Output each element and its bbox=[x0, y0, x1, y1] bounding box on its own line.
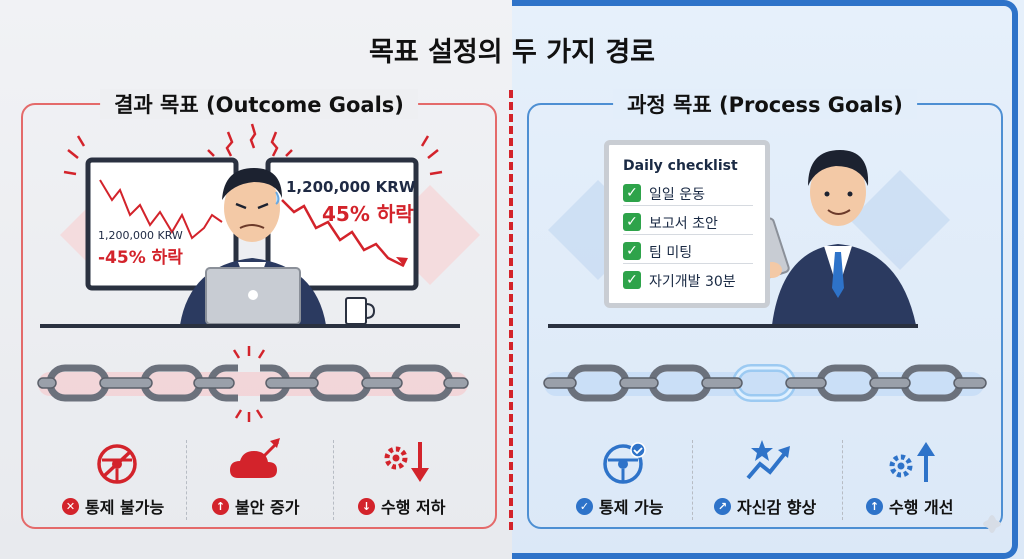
desk-line bbox=[548, 324, 918, 328]
mug-icon bbox=[345, 297, 376, 325]
process-goals-title: 과정 목표 (Process Goals) bbox=[613, 89, 917, 119]
calm-person bbox=[772, 150, 916, 325]
center-divider bbox=[509, 90, 513, 530]
x-circle-icon: ✕ bbox=[62, 497, 79, 515]
trend-arrow-circle-icon: ↗ bbox=[714, 497, 731, 515]
outcome-item-label: 통제 불가능 bbox=[85, 498, 165, 517]
outcome-goals-title: 결과 목표 (Outcome Goals) bbox=[100, 89, 418, 119]
right-monitor bbox=[265, 157, 419, 291]
outcome-item-anxiety: ↑ 불안 증가 bbox=[212, 495, 299, 517]
process-item-performance: ↑ 수행 개선 bbox=[866, 495, 953, 517]
item-separator bbox=[333, 440, 334, 520]
gear-down-icon bbox=[384, 442, 429, 482]
check-icon: ✓ bbox=[623, 271, 641, 289]
outcome-item-label: 수행 저하 bbox=[381, 498, 446, 517]
checklist-item-label: 보고서 초안 bbox=[649, 216, 718, 232]
up-arrow-circle-icon: ↑ bbox=[212, 497, 229, 515]
bg-diamond bbox=[850, 170, 950, 270]
no-steering-icon bbox=[97, 444, 137, 484]
checklist-item: ✓ 보고서 초안 bbox=[623, 212, 753, 235]
broken-chain bbox=[37, 346, 469, 422]
outcome-item-performance: ↓ 수행 저하 bbox=[358, 495, 445, 517]
right-frame-border bbox=[512, 0, 1018, 559]
down-arrow-circle-icon: ↓ bbox=[358, 497, 375, 515]
process-item-label: 통제 가능 bbox=[599, 498, 664, 517]
item-separator bbox=[186, 440, 187, 520]
right-chart-value: 1,200,000 KRW bbox=[286, 178, 416, 196]
daily-checklist: Daily checklist ✓ 일일 운동 ✓ 보고서 초안 ✓ 팀 미팅 … bbox=[604, 140, 770, 308]
left-chart-change: -45% 하락 bbox=[98, 248, 183, 268]
checklist-item-label: 팀 미팅 bbox=[649, 245, 693, 261]
sparkle-icon bbox=[983, 515, 1001, 533]
stress-marks bbox=[63, 123, 443, 176]
checklist-item-label: 자기개발 30분 bbox=[649, 274, 736, 290]
outcome-goals-panel: 결과 목표 (Outcome Goals) bbox=[21, 89, 497, 529]
check-icon: ✓ bbox=[623, 213, 641, 231]
outcome-item-label: 불안 증가 bbox=[235, 498, 300, 517]
laptop-icon bbox=[205, 267, 301, 325]
up-arrow-circle-icon: ↑ bbox=[866, 497, 883, 515]
star-growth-icon bbox=[746, 440, 790, 480]
check-circle-icon: ✓ bbox=[576, 497, 593, 515]
left-chart-value: 1,200,000 KRW bbox=[98, 229, 183, 242]
checklist-item: ✓ 자기개발 30분 bbox=[623, 270, 753, 292]
checklist-item: ✓ 일일 운동 bbox=[623, 183, 753, 206]
steering-check-icon bbox=[603, 442, 646, 484]
process-item-label: 수행 개선 bbox=[889, 498, 954, 517]
check-icon: ✓ bbox=[623, 184, 641, 202]
right-chart-change: 45% 하락 bbox=[322, 202, 414, 226]
process-goals-panel: 과정 목표 (Process Goals) bbox=[527, 89, 1003, 529]
desk-line bbox=[40, 324, 460, 328]
checklist-item: ✓ 팀 미팅 bbox=[623, 241, 753, 264]
gear-up-icon bbox=[889, 442, 935, 482]
check-icon: ✓ bbox=[623, 242, 641, 260]
process-item-controllable: ✓ 통제 가능 bbox=[576, 495, 663, 517]
outcome-item-uncontrollable: ✕ 통제 불가능 bbox=[62, 495, 164, 517]
item-separator bbox=[842, 440, 843, 520]
left-scene bbox=[37, 123, 480, 484]
storm-cloud-icon bbox=[230, 438, 280, 478]
intact-chain bbox=[543, 364, 987, 402]
process-item-confidence: ↗ 자신감 향상 bbox=[714, 495, 816, 517]
process-item-label: 자신감 향상 bbox=[737, 498, 817, 517]
item-separator bbox=[692, 440, 693, 520]
main-title: 목표 설정의 두 가지 경로 bbox=[369, 37, 655, 68]
checklist-title: Daily checklist bbox=[623, 158, 738, 174]
checklist-item-label: 일일 운동 bbox=[649, 187, 705, 203]
